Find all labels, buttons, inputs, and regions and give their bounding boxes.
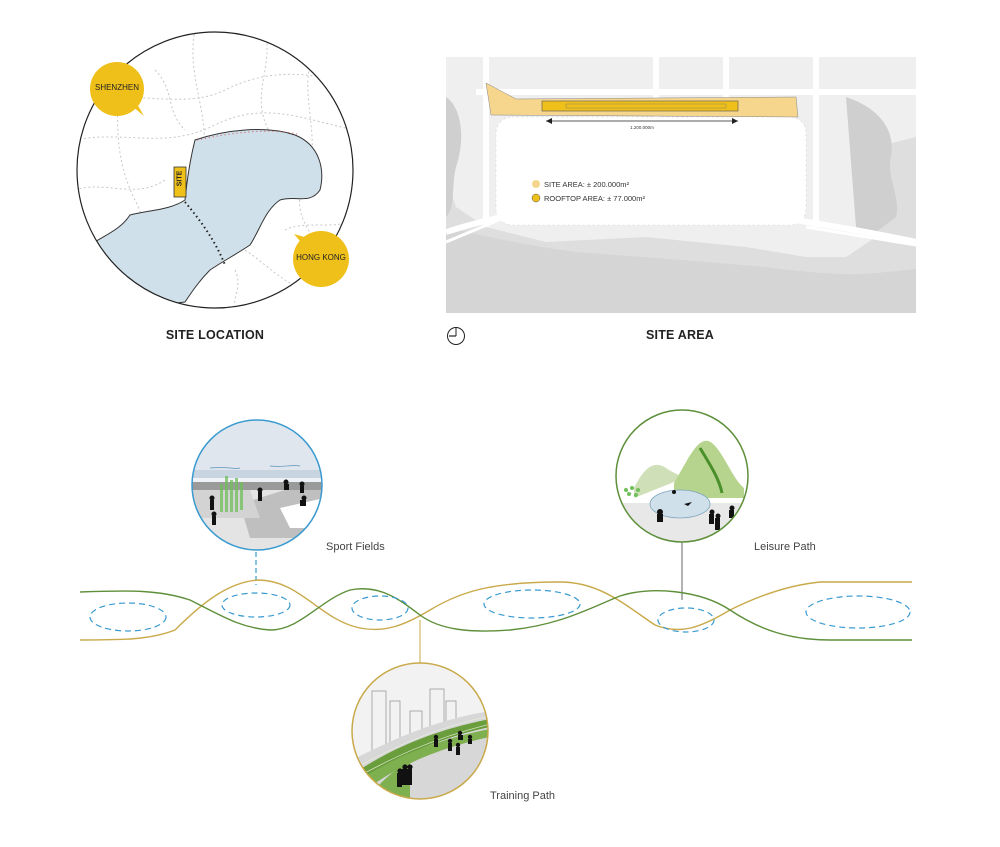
north-arrow-icon: [447, 327, 465, 345]
scale-label: 1.200.000m: [630, 125, 654, 130]
shenzhen-label: SHENZHEN: [94, 83, 139, 92]
location-map-graphic: [76, 31, 354, 309]
leisure-path-label: Leisure Path: [754, 541, 816, 553]
sport-fields-vignette: [190, 418, 324, 552]
green-path-line: [79, 588, 912, 641]
zone-ellipse: [483, 589, 581, 619]
site-area-graphic: 1.200.000m SITE AREA: ± 200.000m² ROOFTO…: [446, 57, 916, 313]
site-location-map: SITE: [75, 30, 355, 310]
training-path-label: Training Path: [490, 790, 556, 802]
legend-site-area-swatch: [532, 180, 540, 188]
legend-rooftop-label: ROOFTOP AREA: ± 77.000m²: [544, 194, 645, 203]
hong-kong-label: HONG KONG: [296, 253, 346, 262]
training-path-vignette: [350, 661, 490, 801]
shenzhen-bubble: SHENZHEN: [88, 62, 150, 118]
gold-path-line: [79, 579, 912, 641]
site-area-map: 1.200.000m SITE AREA: ± 200.000m² ROOFTO…: [446, 57, 916, 313]
zone-ellipse: [89, 602, 167, 632]
leisure-path-vignette: [614, 408, 750, 544]
site-location-caption: SITE LOCATION: [165, 328, 265, 342]
rooftop-footprint: [541, 100, 739, 112]
legend-site-area-label: SITE AREA: ± 200.000m²: [544, 180, 629, 189]
site-marker: [173, 166, 187, 198]
zone-ellipse: [221, 592, 291, 618]
legend-rooftop-swatch: [531, 193, 541, 203]
zone-ellipse: [657, 607, 715, 633]
zone-ellipse: [351, 595, 409, 621]
zone-ellipse: [805, 595, 911, 629]
site-area-caption: SITE AREA: [645, 328, 714, 342]
hong-kong-bubble: HONG KONG: [290, 228, 352, 288]
sport-fields-label: Sport Fields: [326, 541, 385, 553]
